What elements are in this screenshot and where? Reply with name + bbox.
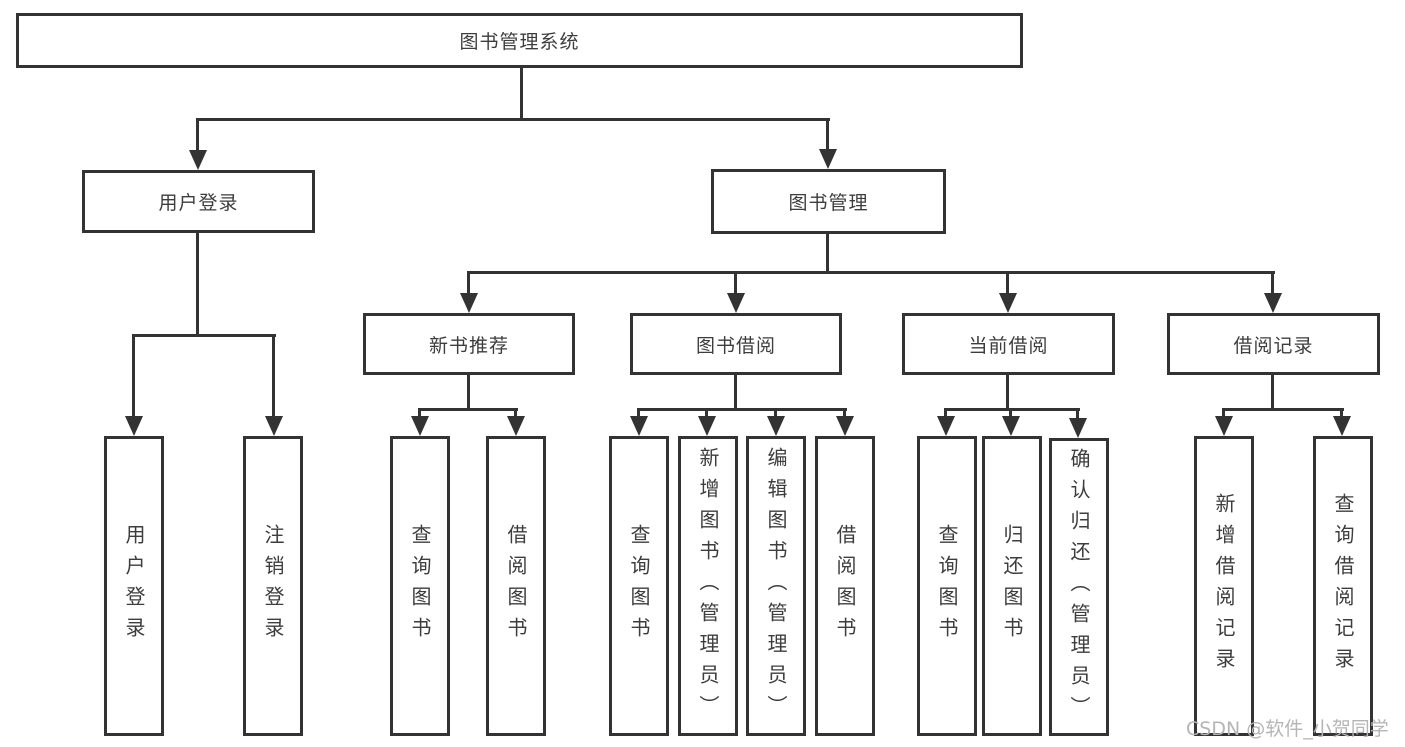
node-label: 图书管理 [788, 192, 869, 214]
connector-line [826, 118, 829, 149]
arrow-down-icon [767, 416, 785, 436]
connector-line [196, 118, 199, 152]
connector-line [1271, 375, 1274, 411]
leaf-label: 注销登录 [261, 524, 285, 648]
connector-line [1222, 408, 1225, 418]
arrow-down-icon [411, 416, 429, 436]
node-label: 当前借阅 [968, 334, 1049, 357]
leaf-label: 借阅图书 [833, 524, 857, 648]
connector-line [418, 408, 421, 418]
arrow-down-icon [1069, 418, 1087, 438]
node-label: 用户登录 [158, 192, 239, 214]
connector-line [843, 408, 846, 418]
arrow-down-icon [1333, 416, 1351, 436]
node-borrowing-records: 借阅记录 [1167, 313, 1380, 375]
leaf-label: 归还图书 [1000, 524, 1024, 648]
arrow-down-icon [460, 293, 478, 313]
connector-line [774, 408, 777, 418]
arrow-down-icon [698, 416, 716, 436]
arrow-down-icon [836, 416, 854, 436]
connector-line [467, 271, 470, 295]
watermark: CSDN @软件_小贺同学 [1186, 718, 1389, 740]
connector-line [826, 234, 829, 274]
leaf-label: 查询借阅记录 [1331, 493, 1355, 679]
leaf-borrow-books-borrowing: 借阅图书 [815, 436, 875, 736]
node-current-borrowing: 当前借阅 [902, 313, 1115, 375]
arrow-down-icon [819, 149, 837, 169]
connector-line [637, 408, 847, 411]
connector-line [272, 334, 275, 418]
connector-line [1222, 408, 1344, 411]
node-book-borrowing: 图书借阅 [630, 313, 842, 375]
leaf-edit-book-admin: 编辑图书（管理员） [746, 436, 806, 736]
node-label: 新书推荐 [428, 334, 509, 357]
connector-line [467, 375, 470, 411]
node-new-book-recommendation: 新书推荐 [363, 313, 575, 375]
connector-line [637, 408, 640, 418]
leaf-label: 确认归还（管理员） [1067, 447, 1091, 727]
arrow-down-icon [1215, 416, 1233, 436]
arrow-down-icon [630, 416, 648, 436]
leaf-logout: 注销登录 [243, 436, 303, 736]
leaf-label: 借阅图书 [504, 524, 528, 648]
leaf-query-books-borrowing: 查询图书 [609, 436, 669, 736]
arrow-down-icon [1264, 293, 1282, 313]
leaf-label: 编辑图书（管理员） [764, 446, 788, 726]
leaf-label: 查询图书 [935, 524, 959, 648]
leaf-confirm-return-admin: 确认归还（管理员） [1049, 438, 1109, 736]
connector-line [132, 334, 276, 337]
connector-line [734, 375, 737, 411]
arrow-down-icon [125, 416, 143, 436]
connector-line [1009, 408, 1012, 418]
connector-line [1006, 375, 1009, 411]
node-label: 图书管理系统 [459, 31, 580, 53]
leaf-query-borrow-record: 查询借阅记录 [1313, 436, 1373, 736]
node-user-login: 用户登录 [82, 170, 315, 233]
connector-line [1340, 408, 1343, 418]
arrow-down-icon [507, 416, 525, 436]
connector-line [1006, 271, 1009, 295]
leaf-label: 新增借阅记录 [1212, 493, 1236, 679]
leaf-add-book-admin: 新增图书（管理员） [678, 436, 738, 736]
leaf-query-books-recommend: 查询图书 [390, 436, 450, 736]
connector-line [944, 408, 1080, 411]
leaf-label: 查询图书 [408, 524, 432, 648]
connector-line [520, 68, 523, 121]
leaf-borrow-books-recommend: 借阅图书 [486, 436, 546, 736]
connector-line [196, 233, 199, 337]
connector-line [1076, 408, 1079, 420]
arrow-down-icon [937, 416, 955, 436]
arrow-down-icon [727, 293, 745, 313]
leaf-query-books-current: 查询图书 [917, 436, 977, 736]
connector-line [132, 334, 135, 418]
node-label: 图书借阅 [695, 334, 776, 357]
node-book-management: 图书管理 [711, 169, 946, 234]
leaf-user-login: 用户登录 [104, 436, 164, 736]
node-library-management-system: 图书管理系统 [16, 13, 1023, 68]
connector-line [197, 118, 830, 121]
leaf-add-borrow-record: 新增借阅记录 [1194, 436, 1254, 736]
connector-line [418, 408, 518, 411]
connector-line [705, 408, 708, 418]
connector-line [944, 408, 947, 418]
leaf-return-book: 归还图书 [982, 436, 1042, 736]
connector-line [734, 271, 737, 295]
arrow-down-icon [1002, 416, 1020, 436]
leaf-label: 新增图书（管理员） [696, 446, 720, 726]
arrow-down-icon [265, 416, 283, 436]
leaf-label: 用户登录 [122, 524, 146, 648]
connector-line [467, 271, 1275, 274]
arrow-down-icon [189, 150, 207, 170]
node-label: 借阅记录 [1233, 334, 1314, 357]
arrow-down-icon [999, 293, 1017, 313]
leaf-label: 查询图书 [627, 524, 651, 648]
connector-line [1271, 271, 1274, 295]
connector-line [514, 408, 517, 418]
